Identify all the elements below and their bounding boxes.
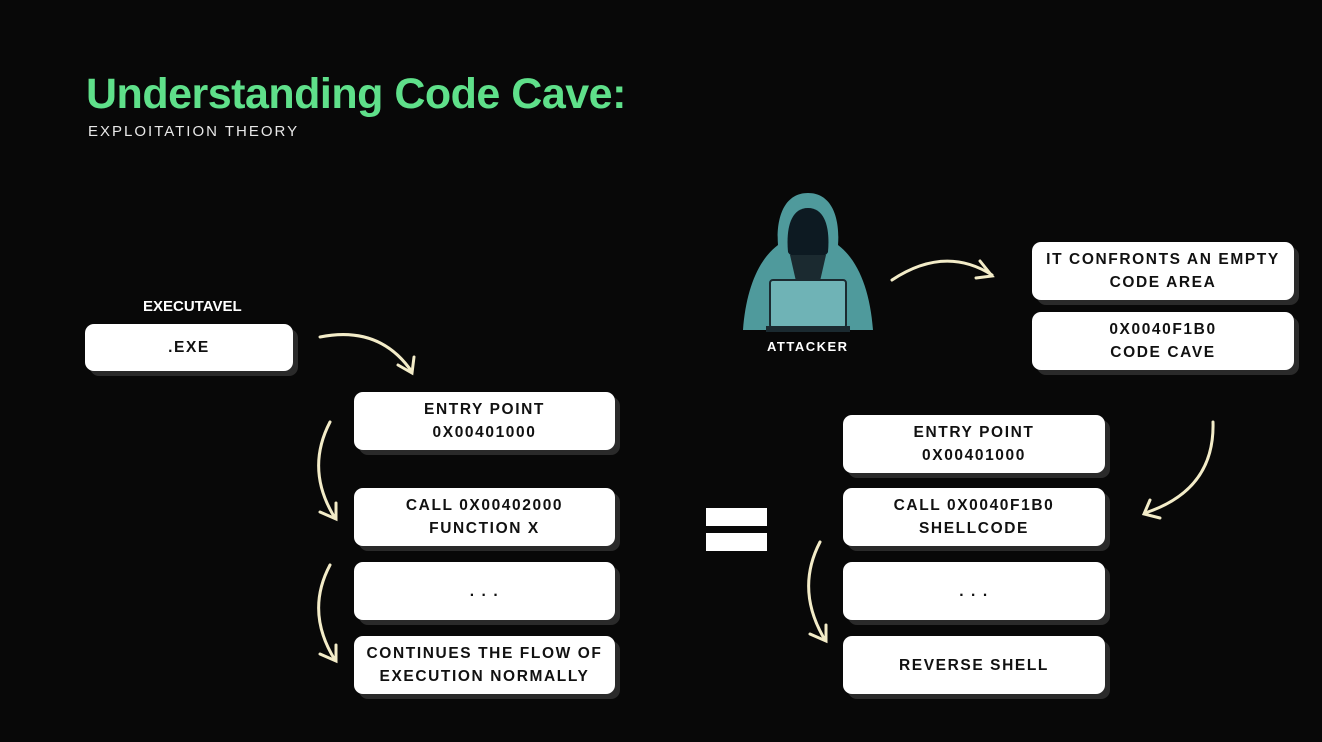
arrow-shellcode-to-reverse [807, 540, 828, 644]
equals-bar-top [706, 508, 767, 526]
attacker-label: ATTACKER [767, 339, 849, 354]
left-ellipsis-box: . . . [354, 562, 615, 620]
right-call-shellcode-box: CALL 0X0040F1B0 SHELLCODE [843, 488, 1105, 546]
left-entry-point-box: ENTRY POINT 0X00401000 [354, 392, 615, 450]
arrow-exe-to-entry [318, 333, 416, 376]
code-cave-box: 0X0040F1B0 CODE CAVE [1032, 312, 1294, 370]
empty-code-area-box: IT CONFRONTS AN EMPTY CODE AREA [1032, 242, 1294, 300]
reverse-shell-box: REVERSE SHELL [843, 636, 1105, 694]
left-continues-box: CONTINUES THE FLOW OF EXECUTION NORMALLY [354, 636, 615, 694]
arrow-call-to-ellipsis [317, 563, 338, 664]
left-call-box: CALL 0X00402000 FUNCTION X [354, 488, 615, 546]
equals-bar-bottom [706, 533, 767, 551]
arrow-cave-to-call [1141, 420, 1215, 520]
arrow-attacker-to-notes [890, 259, 995, 282]
right-entry-point-box: ENTRY POINT 0X00401000 [843, 415, 1105, 473]
page-subtitle: EXPLOITATION THEORY [88, 123, 300, 140]
attacker-icon [743, 193, 873, 332]
executable-label: EXECUTAVEL [143, 298, 242, 315]
page-title: Understanding Code Cave: [86, 70, 626, 118]
right-ellipsis-box: . . . [843, 562, 1105, 620]
arrow-entry-to-call [317, 420, 338, 522]
exe-box: .EXE [85, 324, 293, 371]
